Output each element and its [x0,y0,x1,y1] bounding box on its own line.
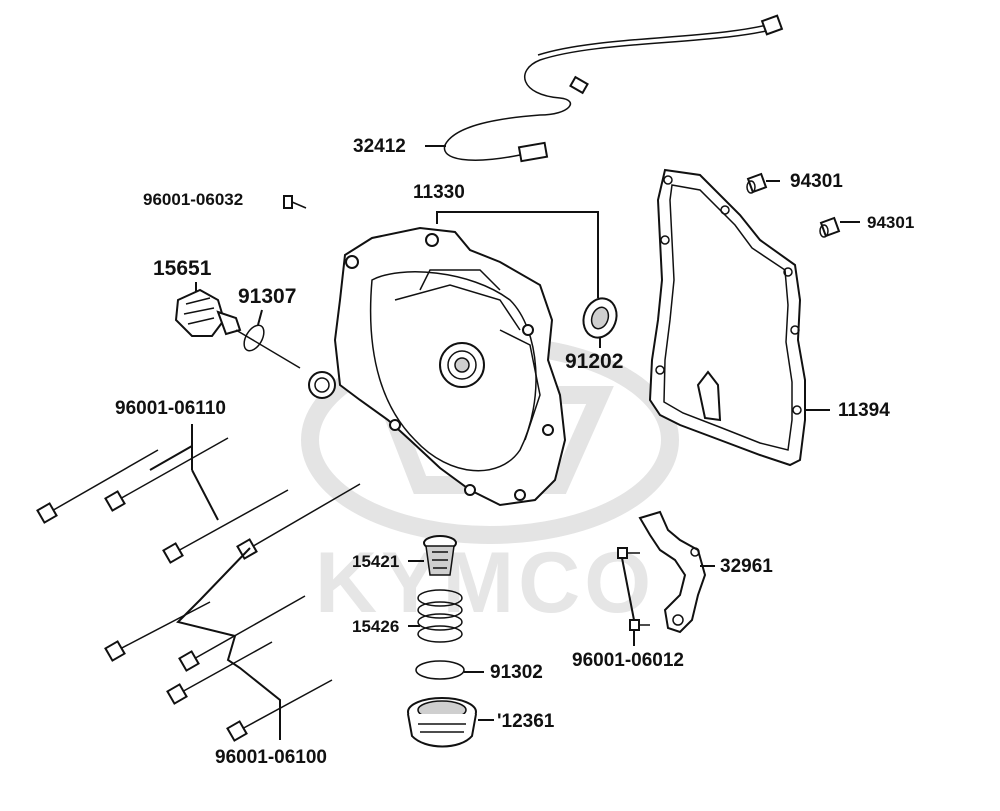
label-32961: 32961 [720,556,773,577]
spring-15426 [417,589,463,643]
leader-96001-06110 [149,424,219,521]
bolt-96001-06032 [283,195,307,209]
label-32412: 32412 [353,136,406,157]
label-11394: 11394 [838,400,890,421]
dowel-pin-94301-b [819,216,841,238]
cable-32412 [443,14,784,163]
gasket-11394 [648,168,806,467]
o-ring-91307 [243,324,265,352]
label-96001-06110: 96001-06110 [115,398,226,419]
bolt-group-96001-06110 [36,437,361,564]
leader-96001-06100 [176,547,281,740]
dowel-pin-94301-a [746,172,768,194]
leader-91307 [257,309,263,326]
label-91202: 91202 [565,350,623,373]
label-12361: '12361 [497,711,555,732]
label-15421: 15421 [352,552,399,571]
label-91307: 91307 [238,285,296,308]
label-15651: 15651 [153,257,212,280]
bolt-group-96001-06100 [104,595,333,742]
drain-plug-12361 [407,697,477,748]
label-96001-06100: 96001-06100 [215,747,327,768]
label-96001-06032: 96001-06032 [143,190,243,209]
watermark-brand: KYMCO [315,535,655,631]
bracket-32961 [638,510,707,634]
label-15426: 15426 [352,617,399,636]
leader-11330 [436,211,599,298]
leader-96001-06012 [621,557,635,646]
label-11330: 11330 [413,182,465,203]
label-91302: 91302 [490,662,543,683]
crankcase-cover-11330 [308,226,567,507]
dipstick-15651 [174,288,301,369]
label-94301-a: 94301 [790,171,843,192]
strainer-15421 [423,535,457,576]
label-96001-06012: 96001-06012 [572,650,684,671]
oil-seal-91202 [582,297,618,339]
o-ring-91302 [415,660,465,680]
label-94301-b: 94301 [867,213,914,232]
